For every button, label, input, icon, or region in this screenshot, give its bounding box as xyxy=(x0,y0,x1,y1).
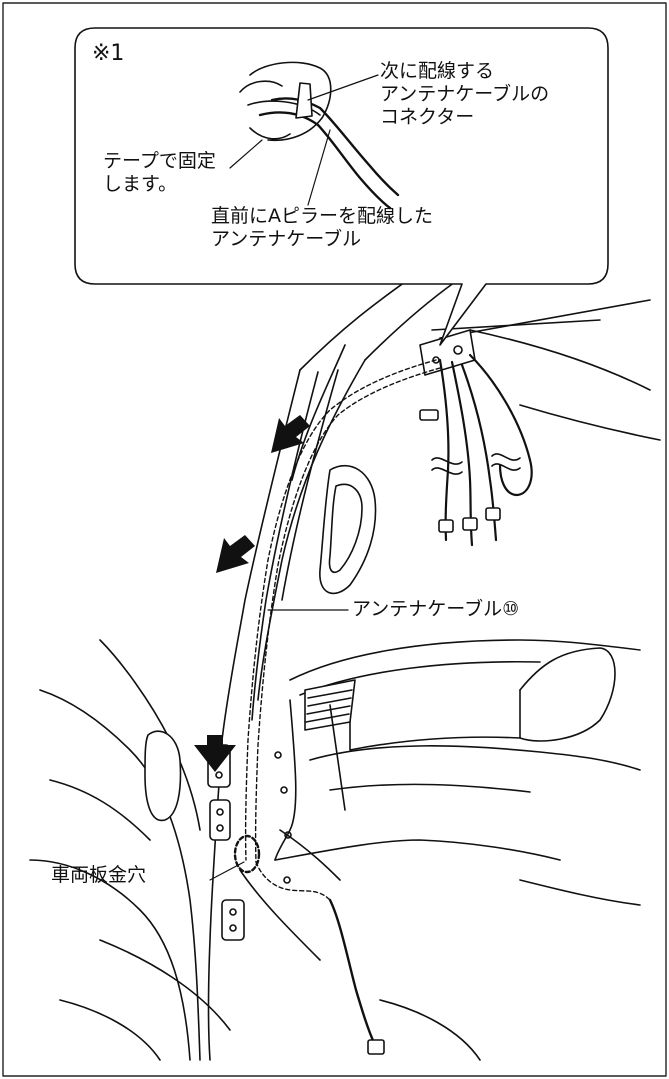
direction-arrows xyxy=(194,415,310,772)
panel-hole-marker xyxy=(233,834,261,874)
antenna-cable-label: アンテナケーブル⑩ xyxy=(352,598,520,620)
panel-hole-label: 車両板金穴 xyxy=(51,864,147,886)
tape-label: テープで固定 します。 xyxy=(103,150,216,195)
arrow-upper xyxy=(271,415,310,453)
cable-routing xyxy=(244,353,533,1055)
cable-label: 直前にAピラーを配線した アンテナケーブル xyxy=(211,205,433,250)
panel-hole-leader xyxy=(209,861,245,881)
arrow-lower xyxy=(194,735,236,772)
connector-label: 次に配線する アンテナケーブルの コネクター xyxy=(380,60,550,128)
callout-box xyxy=(74,27,609,346)
arrow-middle xyxy=(216,535,255,573)
callout-heading: ※1 xyxy=(92,41,125,66)
vehicle-body-lines xyxy=(29,281,661,1061)
